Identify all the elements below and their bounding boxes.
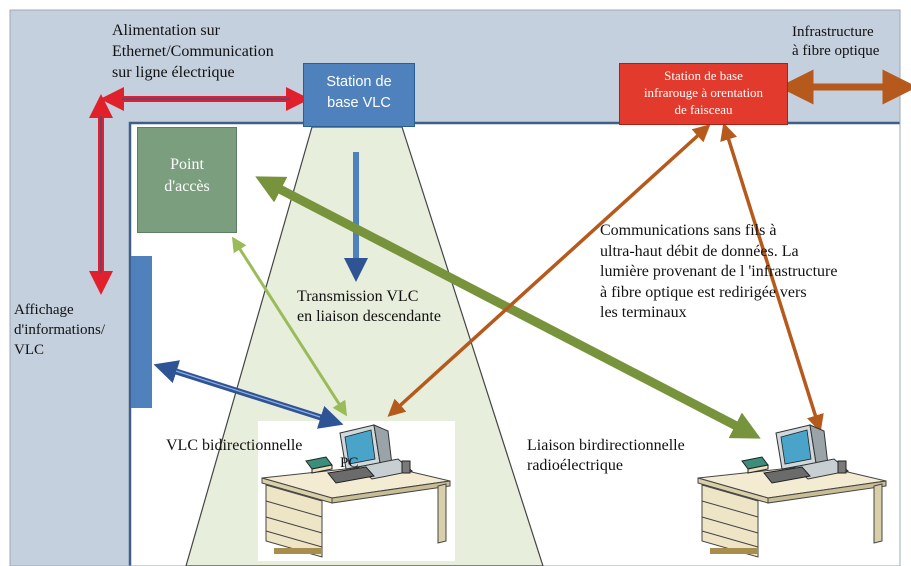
radio-link-label: Liaison birdirectionnelle radioélectriqu…: [527, 437, 685, 474]
ir-base-station: Station de base infrarouge à orentation …: [619, 63, 788, 125]
room-wall-band: [10, 10, 900, 566]
display-label: Affichage d'informations/ VLC: [14, 302, 106, 358]
access-point: Point d'accès: [137, 127, 237, 233]
desk-computer-icon: [261, 424, 451, 558]
vlc-base-station: Station de base VLC: [303, 63, 415, 127]
access-point-label: Point d'accès: [164, 156, 210, 195]
display-panel: [131, 256, 152, 408]
fiber-infra-label: Infrastructure à fibre optique: [792, 24, 880, 59]
ir-station-label: Station de base infrarouge à orentation …: [643, 68, 764, 117]
power-comm-label: Alimentation sur Ethernet/Communication …: [112, 22, 274, 81]
vlc-bidir-label: VLC bidirectionnelle: [166, 437, 303, 454]
pc-label: PC: [340, 455, 359, 471]
vlc-station-label: Station de base VLC: [326, 74, 392, 111]
vlc-downlink-label: Transmission VLC en liaison descendante: [297, 288, 441, 325]
frame-border: [9, 9, 901, 566]
ir-to-pc-arrow: [387, 124, 711, 417]
ir-to-terminal-arrow: [720, 122, 824, 433]
terminal-computer-icon: [697, 424, 887, 558]
wireless-comm-label: Communications sans fils à ultra-haut dé…: [600, 222, 838, 321]
